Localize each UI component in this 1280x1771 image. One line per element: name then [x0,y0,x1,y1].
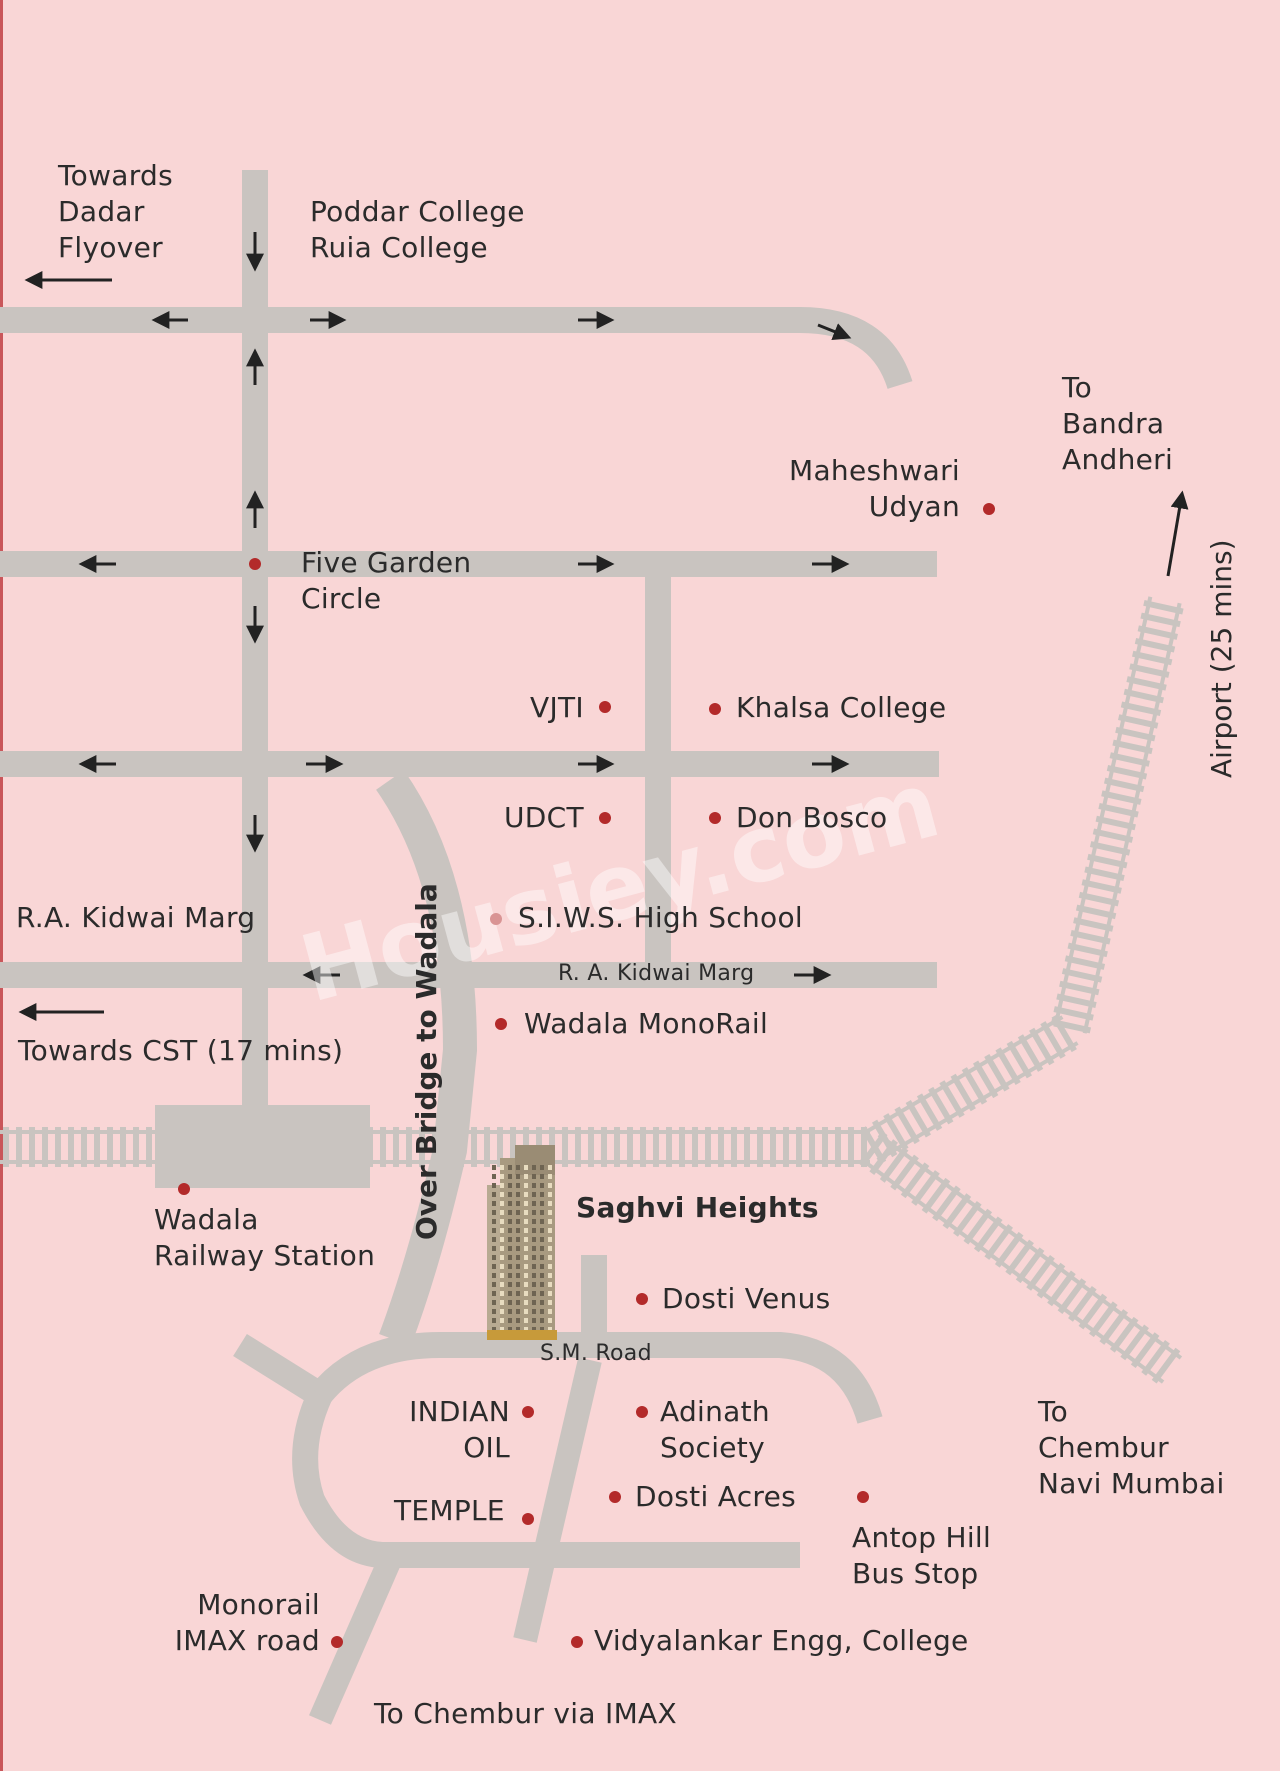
label-sm-road: S.M. Road [540,1341,652,1366]
label-khalsa: Khalsa College [736,691,947,724]
label-airport: Airport (25 mins) [1205,539,1238,778]
label-temple: TEMPLE [394,1494,505,1527]
road-top-curve [0,307,913,390]
location-dot-icon [983,503,995,515]
location-dot-icon [636,1293,648,1305]
arrow-icon [1166,490,1189,577]
label-vidyalankar: Vidyalankar Engg, College [594,1624,969,1657]
label-dosti-venus: Dosti Venus [662,1282,831,1315]
location-dot-icon [571,1636,583,1648]
label-adinath: Adinath Society [660,1395,770,1464]
label-saghvi-heights: Saghvi Heights [576,1191,819,1224]
label-udct: UDCT [504,801,584,834]
road-over-bridge [375,770,478,1346]
label-kidwai-left: R.A. Kidwai Marg [16,901,256,934]
road-dosti-acres [513,1357,602,1643]
location-dot-icon [609,1491,621,1503]
location-dot-icon [495,1018,507,1030]
rail-north [860,596,1184,1164]
label-siws: S.I.W.S. High School [518,901,803,934]
location-dot-icon [599,701,611,713]
arrow-icons [18,232,1189,1021]
location-dot-icon [857,1491,869,1503]
rail-southeast [858,1131,1183,1384]
label-over-bridge: Over Bridge to Wadala [410,883,443,1240]
location-dot-icon [249,558,261,570]
location-dot-icon [331,1636,343,1648]
label-poddar-ruia: Poddar College Ruia College [310,195,525,264]
label-antop-hill: Antop Hill Bus Stop [852,1521,992,1590]
location-dot-icon [490,913,502,925]
location-dot-icon [522,1406,534,1418]
label-dosti-acres: Dosti Acres [635,1480,797,1513]
rail-horizontal [0,1127,870,1167]
label-towards-cst: Towards CST (17 mins) [18,1034,344,1067]
location-dot-icon [709,812,721,824]
road-sm-top [309,1332,883,1424]
road-network [0,170,939,1725]
location-dot-icon [522,1513,534,1525]
label-five-garden: Five Garden Circle [301,546,472,615]
location-dot-icon [178,1183,190,1195]
label-to-bandra: To Bandra Andheri [1062,371,1174,476]
label-to-chembur-imax: To Chembur via IMAX [374,1697,677,1730]
label-wadala-monorail: Wadala MonoRail [524,1007,769,1040]
label-to-chembur: To Chembur Navi Mumbai [1038,1395,1225,1500]
road-imax [309,1555,401,1725]
label-kidwai-road: R. A. Kidwai Marg [558,961,755,986]
arrow-icon [817,323,852,341]
label-towards-dadar: Towards Dadar Flyover [58,159,174,264]
label-monorail-imax: Monorail IMAX road [174,1588,320,1657]
location-dot-icon [709,703,721,715]
label-indian-oil: INDIAN OIL [409,1395,510,1464]
label-vjti: VJTI [530,691,584,724]
label-maheshwari: Maheshwari Udyan [789,454,960,523]
building-icon [487,1145,557,1340]
location-dot-icon [636,1406,648,1418]
label-wadala-station: Wadala Railway Station [154,1203,376,1272]
rail-network [0,596,1184,1384]
location-dot-icon [599,812,611,824]
label-don-bosco: Don Bosco [736,801,888,834]
road-sm-loop [233,1333,800,1568]
page-border [0,0,3,1771]
